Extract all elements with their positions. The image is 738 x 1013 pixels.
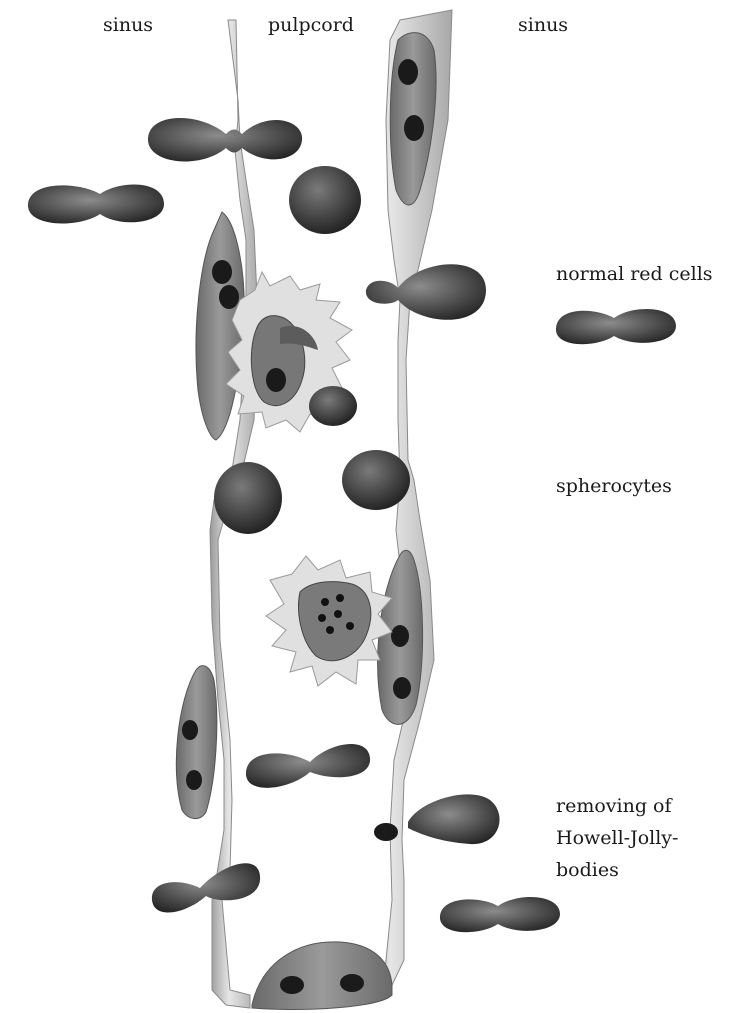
nucleus: [391, 625, 409, 647]
red-cell-deforming-lower-left: [152, 863, 260, 912]
red-cell: [28, 185, 164, 224]
nucleus: [280, 976, 304, 994]
label-sinus-right: sinus: [518, 12, 568, 38]
macrophage-upper: [226, 272, 357, 432]
nucleus: [398, 59, 418, 85]
red-cell: [246, 744, 370, 788]
red-cell: [440, 897, 560, 932]
nucleus: [404, 115, 424, 141]
label-spherocytes: spherocytes: [556, 473, 672, 499]
nucleus: [212, 260, 232, 284]
spherocyte: [289, 166, 361, 234]
spherocyte: [214, 462, 282, 534]
label-howell-jolly: removing of Howell-Jolly- bodies: [556, 790, 678, 886]
spherocyte: [342, 450, 410, 510]
label-pulpcord: pulpcord: [268, 12, 354, 38]
normal-red-cell-example: [556, 309, 676, 344]
nucleus: [219, 285, 239, 309]
howell-jolly-body: [374, 823, 398, 841]
label-normal-red-cells: normal red cells: [556, 261, 713, 287]
red-cell-deforming-right: [366, 264, 486, 320]
label-howell-jolly-line-2: Howell-Jolly-: [556, 822, 678, 854]
label-howell-jolly-line-3: bodies: [556, 854, 678, 886]
label-howell-jolly-line-1: removing of: [556, 790, 678, 822]
bottom-vessel: [252, 942, 392, 1010]
nucleus: [340, 974, 364, 992]
macrophage-lower: [266, 556, 392, 686]
red-cell-deforming-lower-right: [408, 794, 500, 844]
label-sinus-left: sinus: [103, 12, 153, 38]
phagocytosed-spherocyte: [309, 386, 357, 426]
red-cell-deforming-top: [148, 118, 302, 162]
nucleus: [186, 770, 202, 790]
nucleus: [393, 677, 411, 699]
nucleus: [182, 720, 198, 740]
endothelial-cell-lower-left: [176, 666, 217, 819]
